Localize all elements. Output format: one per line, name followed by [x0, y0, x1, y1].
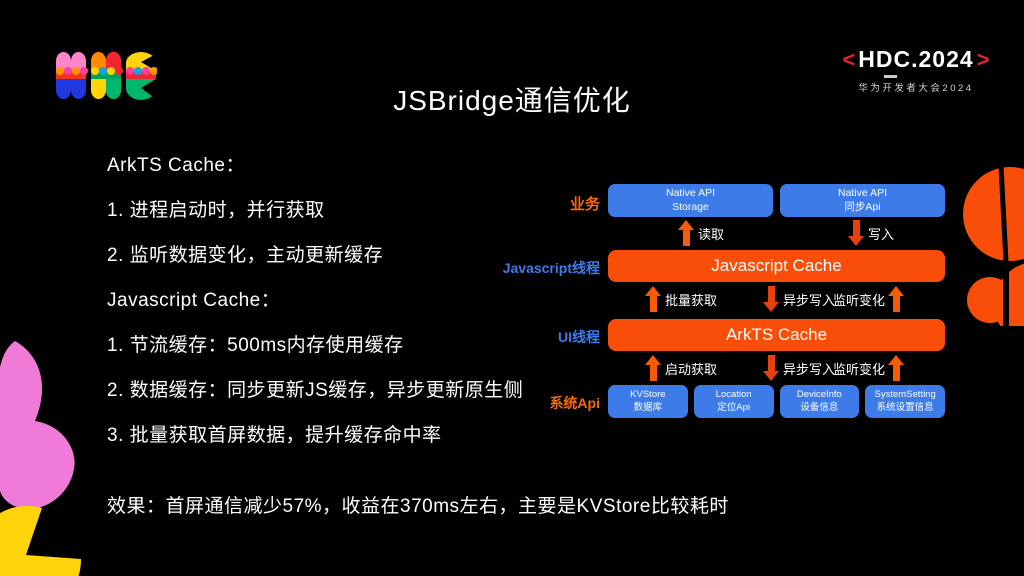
arrow-label: 异步写入 — [783, 292, 836, 308]
orange-circles-icon — [963, 159, 1024, 326]
box-text: Native API — [837, 186, 888, 199]
arrow-label: 写入 — [868, 226, 895, 242]
arrow-label: 异步写入 — [783, 361, 836, 377]
yellow-pacman-icon — [0, 506, 82, 576]
arrow-listen-change-js: 监听变化 — [830, 286, 905, 312]
left-heading-arkts: ArkTS Cache： — [107, 155, 245, 176]
box-text: 同步Api — [844, 200, 881, 213]
arrow-up-icon — [645, 355, 662, 381]
box-text: Native API — [665, 186, 716, 199]
arrow-label: 读取 — [698, 226, 725, 242]
javascript-cache-box: Javascript Cache — [608, 250, 945, 282]
box-text: KVStore — [630, 389, 666, 401]
box-text: SystemSetting — [874, 389, 936, 401]
badge-left-bracket: < — [842, 47, 856, 72]
deviceinfo-box: DeviceInfo 设备信息 — [779, 385, 860, 418]
label-system-api: 系统Api — [549, 395, 600, 411]
arrow-band-ui: 启动获取 异步写入 监听变化 — [608, 355, 945, 381]
hdc-logo — [55, 44, 157, 112]
left-item-3: 1. 节流缓存：500ms内存使用缓存 — [107, 335, 404, 356]
arrow-up-icon — [645, 286, 662, 312]
arrow-listen-change-ui: 监听变化 — [830, 355, 905, 381]
result-summary: 效果：首屏通信减少57%，收益在370ms左右，主要是KVStore比较耗时 — [107, 496, 729, 517]
arkts-cache-box: ArkTS Cache — [608, 319, 945, 351]
label-ui-thread: UI线程 — [558, 329, 600, 345]
arrow-down-icon — [848, 220, 865, 246]
arrow-batch-get: 批量获取 — [645, 286, 720, 312]
native-api-sync-box: Native API 同步Api — [780, 184, 945, 217]
box-text: DeviceInfo — [796, 389, 842, 401]
left-item-1: 1. 进程启动时，并行获取 — [107, 200, 325, 221]
business-box-row: Native API Storage Native API 同步Api — [608, 184, 945, 217]
system-api-box-row: KVStore 数据库 Location 定位Api DeviceInfo 设备… — [608, 385, 945, 418]
native-api-storage-box: Native API Storage — [608, 184, 773, 217]
badge-right-bracket: > — [976, 47, 990, 72]
box-text: 系统设置信息 — [876, 401, 934, 413]
arrow-label: 启动获取 — [665, 361, 718, 377]
hdc-badge: <HDC.2024> — [828, 46, 1004, 73]
kvstore-box: KVStore 数据库 — [608, 385, 688, 418]
page-title: JSBridge通信优化 — [393, 85, 631, 116]
left-item-4: 2. 数据缓存：同步更新JS缓存，异步更新原生侧 — [107, 380, 524, 401]
arrow-label: 监听变化 — [832, 361, 885, 377]
arrow-band-js: 批量获取 异步写入 监听变化 — [608, 286, 945, 312]
pink-flower-decoration — [0, 341, 80, 513]
arrow-up-icon — [888, 286, 905, 312]
arrow-down-icon — [763, 355, 780, 381]
arrow-up-icon — [888, 355, 905, 381]
pink-petals-icon — [0, 341, 75, 510]
box-text: 定位Api — [717, 401, 750, 413]
arrow-label: 监听变化 — [832, 292, 885, 308]
badge-underline — [884, 75, 897, 78]
right-orange-decoration — [940, 148, 1024, 326]
arrow-async-write-ui: 异步写入 — [763, 355, 838, 381]
yellow-pacman-decoration — [0, 506, 92, 576]
label-javascript-thread: Javascript线程 — [502, 260, 600, 276]
badge-year: HDC.2024 — [858, 46, 974, 72]
box-text: Location — [715, 389, 752, 401]
left-item-5: 3. 批量获取首屏数据，提升缓存命中率 — [107, 425, 442, 446]
arrow-async-write-js: 异步写入 — [763, 286, 838, 312]
label-business: 业务 — [569, 196, 600, 213]
arrow-label: 批量获取 — [665, 292, 718, 308]
box-text: Storage — [672, 200, 709, 213]
arrow-write: 写入 — [848, 220, 897, 246]
left-heading-js: Javascript Cache： — [107, 290, 281, 311]
arrow-up-icon — [678, 220, 695, 246]
location-box: Location 定位Api — [693, 385, 774, 418]
hdc-logo-icon — [56, 52, 157, 100]
arrow-read: 读取 — [678, 220, 727, 246]
arrow-band-business: 读取 写入 — [608, 220, 945, 246]
box-text: 设备信息 — [800, 401, 839, 413]
left-item-2: 2. 监听数据变化，主动更新缓存 — [107, 245, 384, 266]
arrow-startup-get: 启动获取 — [645, 355, 720, 381]
systemsetting-box: SystemSetting 系统设置信息 — [865, 385, 945, 418]
box-text: 数据库 — [633, 401, 663, 413]
arrow-down-icon — [763, 286, 780, 312]
badge-subtitle: 华为开发者大会2024 — [858, 83, 974, 94]
